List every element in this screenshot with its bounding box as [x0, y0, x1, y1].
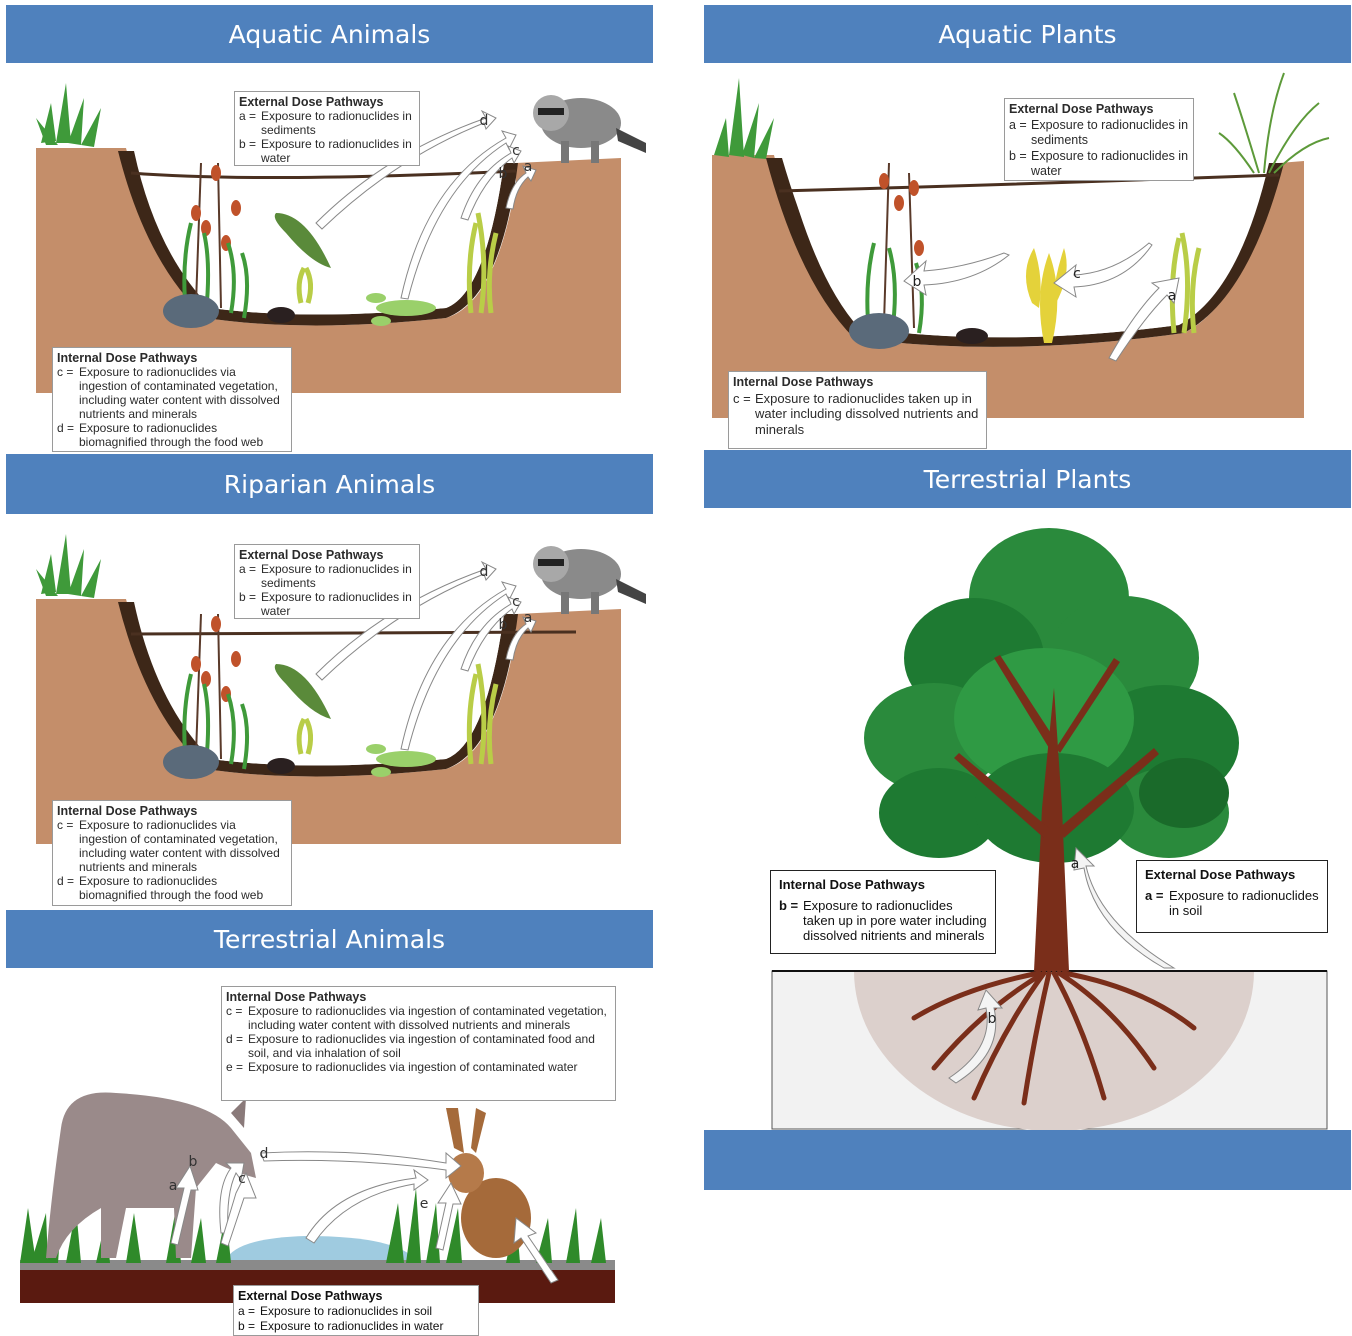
rock-icon	[163, 745, 219, 779]
box-title: External Dose Pathways	[239, 95, 415, 109]
arrow-label-c: c	[1073, 266, 1081, 282]
terrestrial-plants-diagram: a b Internal Dose Pathways b =Exposure t…	[704, 508, 1351, 1130]
header-aquatic-animals: Aquatic Animals	[6, 5, 653, 63]
box-title: External Dose Pathways	[1009, 102, 1189, 118]
rock-icon	[849, 313, 909, 349]
arrow-label-a: a	[169, 1178, 178, 1194]
arrow-label-b: b	[189, 1154, 198, 1170]
arrow-label-a: a	[524, 159, 533, 175]
arrow-label-d: d	[260, 1146, 269, 1162]
header-aquatic-plants: Aquatic Plants	[704, 5, 1351, 63]
arrow-label-b: b	[988, 1011, 997, 1027]
box-title: Internal Dose Pathways	[779, 877, 987, 892]
header-terrestrial-plants: Terrestrial Plants	[704, 450, 1351, 508]
box-title: External Dose Pathways	[239, 548, 415, 562]
internal-dose-box: Internal Dose Pathways c =Exposure to ra…	[728, 371, 987, 449]
box-title: External Dose Pathways	[238, 1289, 474, 1304]
internal-dose-box: Internal Dose Pathways c =Exposure to ra…	[52, 800, 292, 906]
arrow-label-b: b	[499, 166, 508, 182]
arrow-label-d: d	[480, 564, 489, 580]
arrow-label-b: b	[913, 274, 922, 290]
arrow-label-c: c	[512, 594, 520, 610]
external-dose-box: External Dose Pathways a =Exposure to ra…	[1004, 98, 1194, 181]
raccoon-icon	[533, 95, 646, 163]
arrow-label-a: a	[524, 610, 533, 626]
internal-dose-box: Internal Dose Pathways c =Exposure to ra…	[52, 347, 292, 452]
box-title: Internal Dose Pathways	[57, 351, 287, 365]
arrow-label-e: e	[420, 1196, 429, 1212]
box-title: Internal Dose Pathways	[226, 990, 611, 1004]
external-dose-box: External Dose Pathways a =Exposure to ra…	[233, 1285, 479, 1336]
mussel-icon	[267, 307, 295, 323]
terrestrial-animals-diagram: a b c d e Internal Dose Pathways c =Expo…	[6, 968, 653, 1336]
grass-icon	[714, 78, 774, 159]
aquatic-animals-diagram: d c b a External Dose Pathways a =Exposu…	[6, 63, 653, 454]
box-title: Internal Dose Pathways	[733, 375, 982, 391]
arrow-label-c: c	[512, 143, 520, 159]
arrow-label-b: b	[499, 617, 508, 633]
internal-dose-box: Internal Dose Pathways b =Exposure to ra…	[770, 870, 996, 954]
arrow-label-d: d	[480, 113, 489, 129]
grass-icon	[36, 83, 101, 147]
external-dose-box: External Dose Pathways a =Exposure to ra…	[234, 91, 420, 166]
tall-grass-icon	[1219, 73, 1329, 173]
box-title: Internal Dose Pathways	[57, 804, 287, 818]
aquatic-plants-diagram: b c a External Dose Pathways a =Exposure…	[704, 63, 1351, 450]
header-terrestrial-animals: Terrestrial Animals	[6, 910, 653, 968]
box-title: External Dose Pathways	[1145, 867, 1319, 882]
arrow-label-a: a	[1168, 288, 1177, 304]
internal-dose-box: Internal Dose Pathways c =Exposure to ra…	[221, 986, 616, 1101]
mussel-icon	[956, 328, 988, 344]
water-surface-line	[131, 632, 576, 634]
header-blank-bar	[704, 1130, 1351, 1190]
riparian-animals-diagram: d c b a External Dose Pathways a =Exposu…	[6, 514, 653, 910]
arrow-label-c: c	[238, 1171, 246, 1187]
grass-icon	[36, 534, 101, 598]
arrow-label-a: a	[1071, 856, 1080, 872]
raccoon-icon	[533, 546, 646, 614]
external-dose-box: External Dose Pathways a =Exposure to ra…	[234, 544, 420, 619]
rock-icon	[163, 294, 219, 328]
header-riparian-animals: Riparian Animals	[6, 454, 653, 514]
external-dose-box: External Dose Pathways a =Exposure to ra…	[1136, 860, 1328, 933]
mussel-icon	[267, 758, 295, 774]
